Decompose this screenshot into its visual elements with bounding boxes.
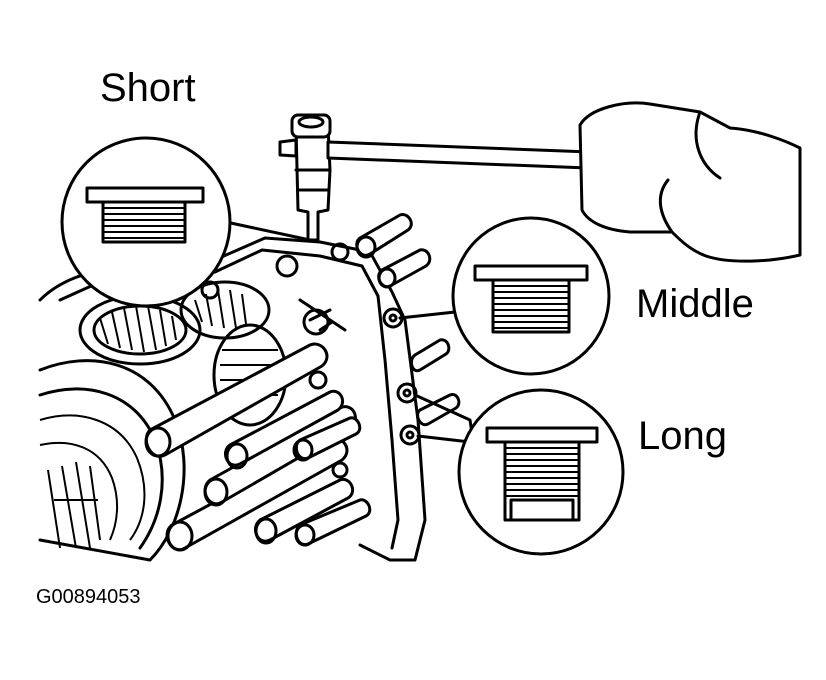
figure-code: G00894053: [36, 586, 141, 608]
short-plug-callout: [60, 136, 312, 308]
long-label: Long: [638, 414, 727, 458]
middle-plug-callout: [398, 216, 611, 376]
gear-cluster: [78, 280, 288, 427]
ring-gear: [38, 359, 186, 562]
short-label: Short: [100, 66, 196, 110]
middle-label: Middle: [636, 282, 754, 326]
middle-plug-icon: [473, 264, 589, 334]
short-plug-icon: [85, 186, 205, 244]
shift-rods: [144, 213, 461, 552]
long-plug-callout: [413, 388, 625, 556]
hex-wrench-with-hand: [278, 101, 802, 263]
long-plug-icon: [485, 426, 599, 522]
